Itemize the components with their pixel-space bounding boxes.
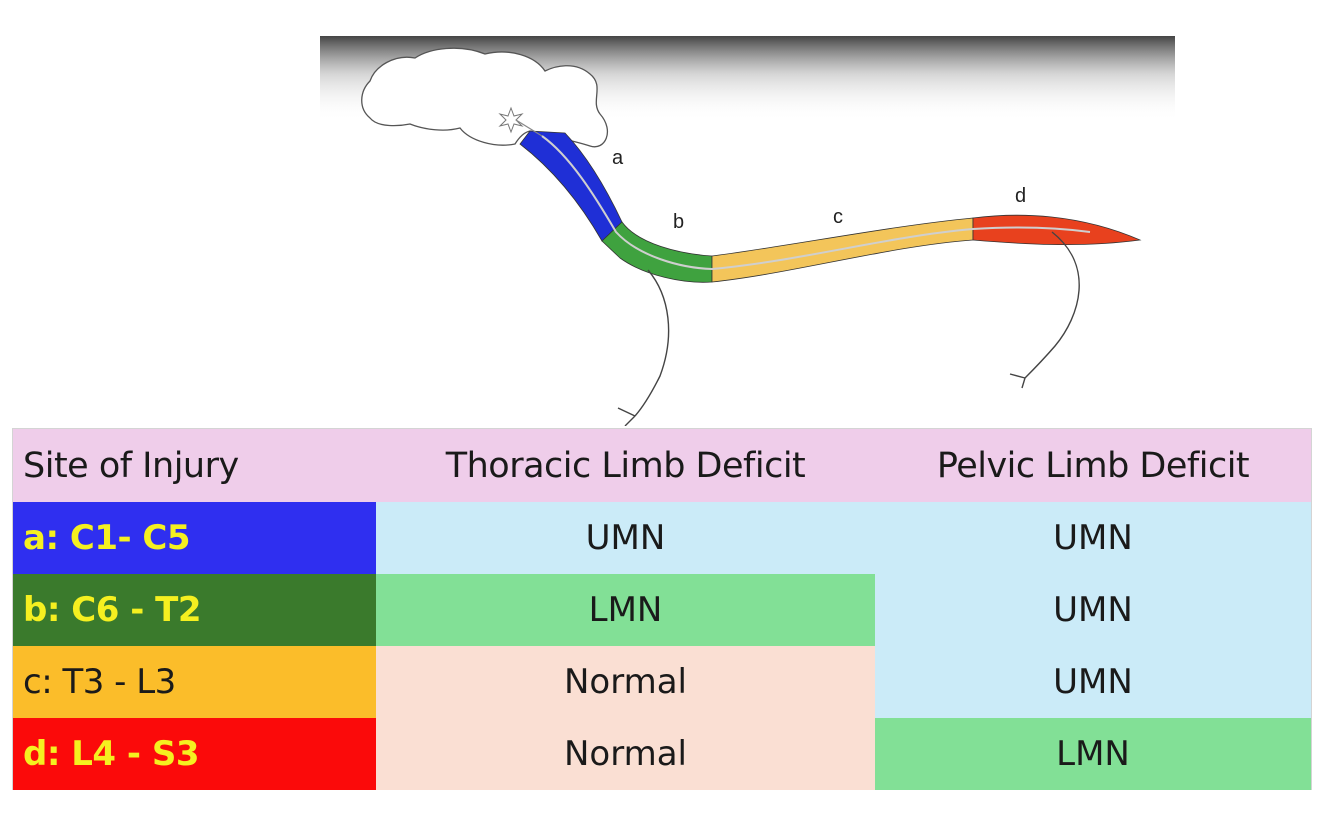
upper-neuron-axon bbox=[515, 119, 543, 137]
pelvic-cell: UMN bbox=[875, 646, 1311, 718]
table-row: c: T3 - L3 Normal UMN bbox=[13, 646, 1311, 718]
thoracic-cell: Normal bbox=[376, 646, 875, 718]
thoracic-limb-foot bbox=[617, 407, 636, 426]
brain-outline bbox=[361, 47, 609, 148]
pelvic-cell: LMN bbox=[875, 718, 1311, 790]
site-cell: a: C1- C5 bbox=[13, 502, 376, 574]
table-header-row: Site of Injury Thoracic Limb Deficit Pel… bbox=[13, 429, 1311, 502]
header-thoracic-limb-deficit: Thoracic Limb Deficit bbox=[376, 429, 875, 502]
table-row: b: C6 - T2 LMN UMN bbox=[13, 574, 1311, 646]
pelvic-cell: UMN bbox=[875, 574, 1311, 646]
thoracic-cell: LMN bbox=[376, 574, 875, 646]
table-row: a: C1- C5 UMN UMN bbox=[13, 502, 1311, 574]
pelvic-limb-nerve bbox=[1024, 231, 1080, 379]
segment-d-label: d bbox=[1015, 185, 1026, 207]
segment-a bbox=[519, 130, 623, 242]
neuron-star-icon bbox=[498, 106, 524, 134]
site-cell: b: C6 - T2 bbox=[13, 574, 376, 646]
thoracic-cell: UMN bbox=[376, 502, 875, 574]
segment-b bbox=[601, 221, 713, 283]
deficit-table: Site of Injury Thoracic Limb Deficit Pel… bbox=[12, 428, 1312, 790]
segment-b-label: b bbox=[673, 211, 684, 233]
pelvic-cell: UMN bbox=[875, 502, 1311, 574]
spinal-cord-diagram: a b c d bbox=[320, 36, 1175, 426]
central-canal bbox=[541, 135, 1091, 271]
segment-c-label: c bbox=[833, 206, 843, 228]
header-pelvic-limb-deficit: Pelvic Limb Deficit bbox=[875, 429, 1311, 502]
table-row: d: L4 - S3 Normal LMN bbox=[13, 718, 1311, 790]
site-cell: c: T3 - L3 bbox=[13, 646, 376, 718]
spinal-cord-illustration: a b c d bbox=[320, 36, 1175, 426]
header-site-of-injury: Site of Injury bbox=[13, 429, 376, 502]
thoracic-cell: Normal bbox=[376, 718, 875, 790]
segment-a-label: a bbox=[612, 147, 624, 169]
pelvic-limb-foot bbox=[1009, 373, 1026, 389]
thoracic-limb-nerve bbox=[634, 269, 670, 417]
segment-d bbox=[972, 214, 1142, 245]
site-cell: d: L4 - S3 bbox=[13, 718, 376, 790]
